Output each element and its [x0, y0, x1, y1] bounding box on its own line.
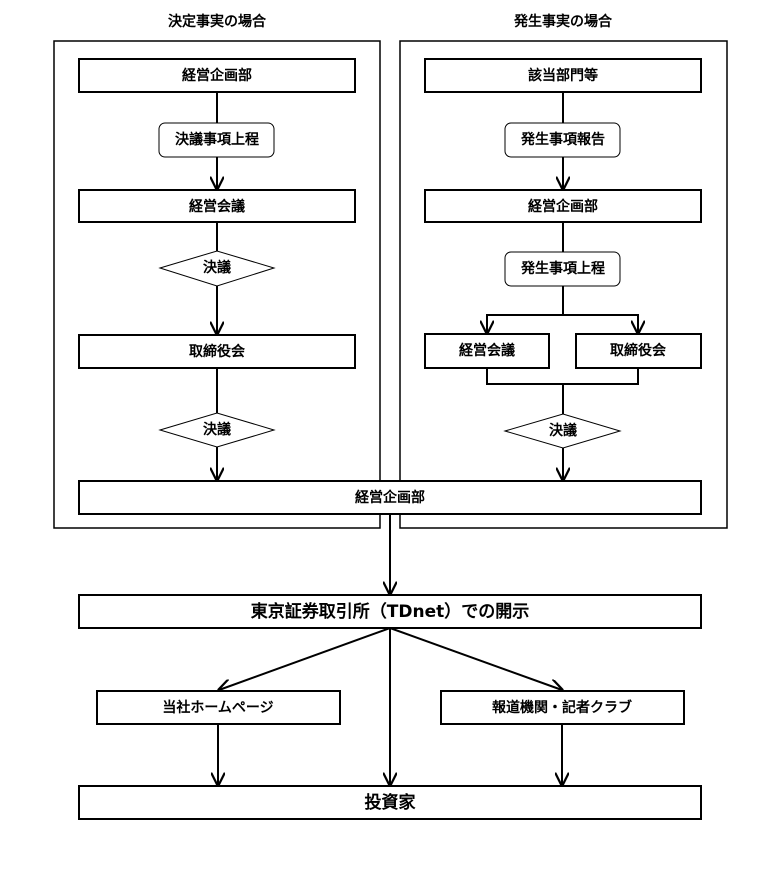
right-panel: [399, 40, 728, 529]
right-merge-line: [486, 368, 639, 385]
right-split-arrow-left: [487, 286, 564, 333]
left-decision-diamond-1: [158, 250, 276, 287]
press-label: 報道機関・記者クラブ: [492, 699, 632, 716]
left-meeting-label: 経営会議: [189, 198, 245, 215]
right-split-arrow-right: [563, 314, 638, 333]
left-planning-dept-label: 経営企画部: [182, 67, 252, 84]
investors-box: [78, 785, 702, 820]
arrow-to-homepage: [219, 627, 391, 690]
left-meeting-box: [78, 189, 356, 223]
left-decision-label-1: 決議: [203, 259, 231, 276]
right-decision-label: 決議: [549, 422, 577, 439]
left-planning-dept-box: [78, 58, 356, 93]
press-box: [440, 690, 685, 725]
right-section-heading: 発生事実の場合: [513, 13, 613, 30]
right-report-label: 発生事項報告: [520, 131, 605, 148]
investors-label: 投資家: [365, 792, 416, 813]
left-decision-label-2: 決議: [203, 421, 231, 438]
right-meeting-box: [424, 333, 550, 369]
left-section-heading: 決定事実の場合: [168, 13, 267, 30]
arrow-to-press: [389, 627, 562, 690]
right-planning-label: 経営企画部: [528, 198, 598, 215]
right-meeting-label: 経営会議: [459, 342, 515, 359]
homepage-label: 当社ホームページ: [162, 699, 273, 716]
right-decision-diamond: [503, 413, 622, 449]
shared-planning-box: [78, 480, 702, 515]
left-proposal-label: 決議事項上程: [175, 131, 259, 148]
shared-planning-label: 経営企画部: [355, 489, 425, 506]
right-proposal-label: 発生事項上程: [520, 260, 605, 277]
tse-disclosure-box: [78, 594, 702, 629]
left-decision-diamond-2: [158, 412, 276, 448]
left-panel: [53, 40, 381, 529]
tse-disclosure-label: 東京証券取引所（TDnet）での開示: [251, 601, 529, 622]
right-board-label: 取締役会: [610, 342, 667, 359]
right-dept-label: 該当部門等: [528, 67, 598, 84]
right-planning-box: [424, 189, 702, 223]
left-board-label: 取締役会: [189, 343, 246, 360]
